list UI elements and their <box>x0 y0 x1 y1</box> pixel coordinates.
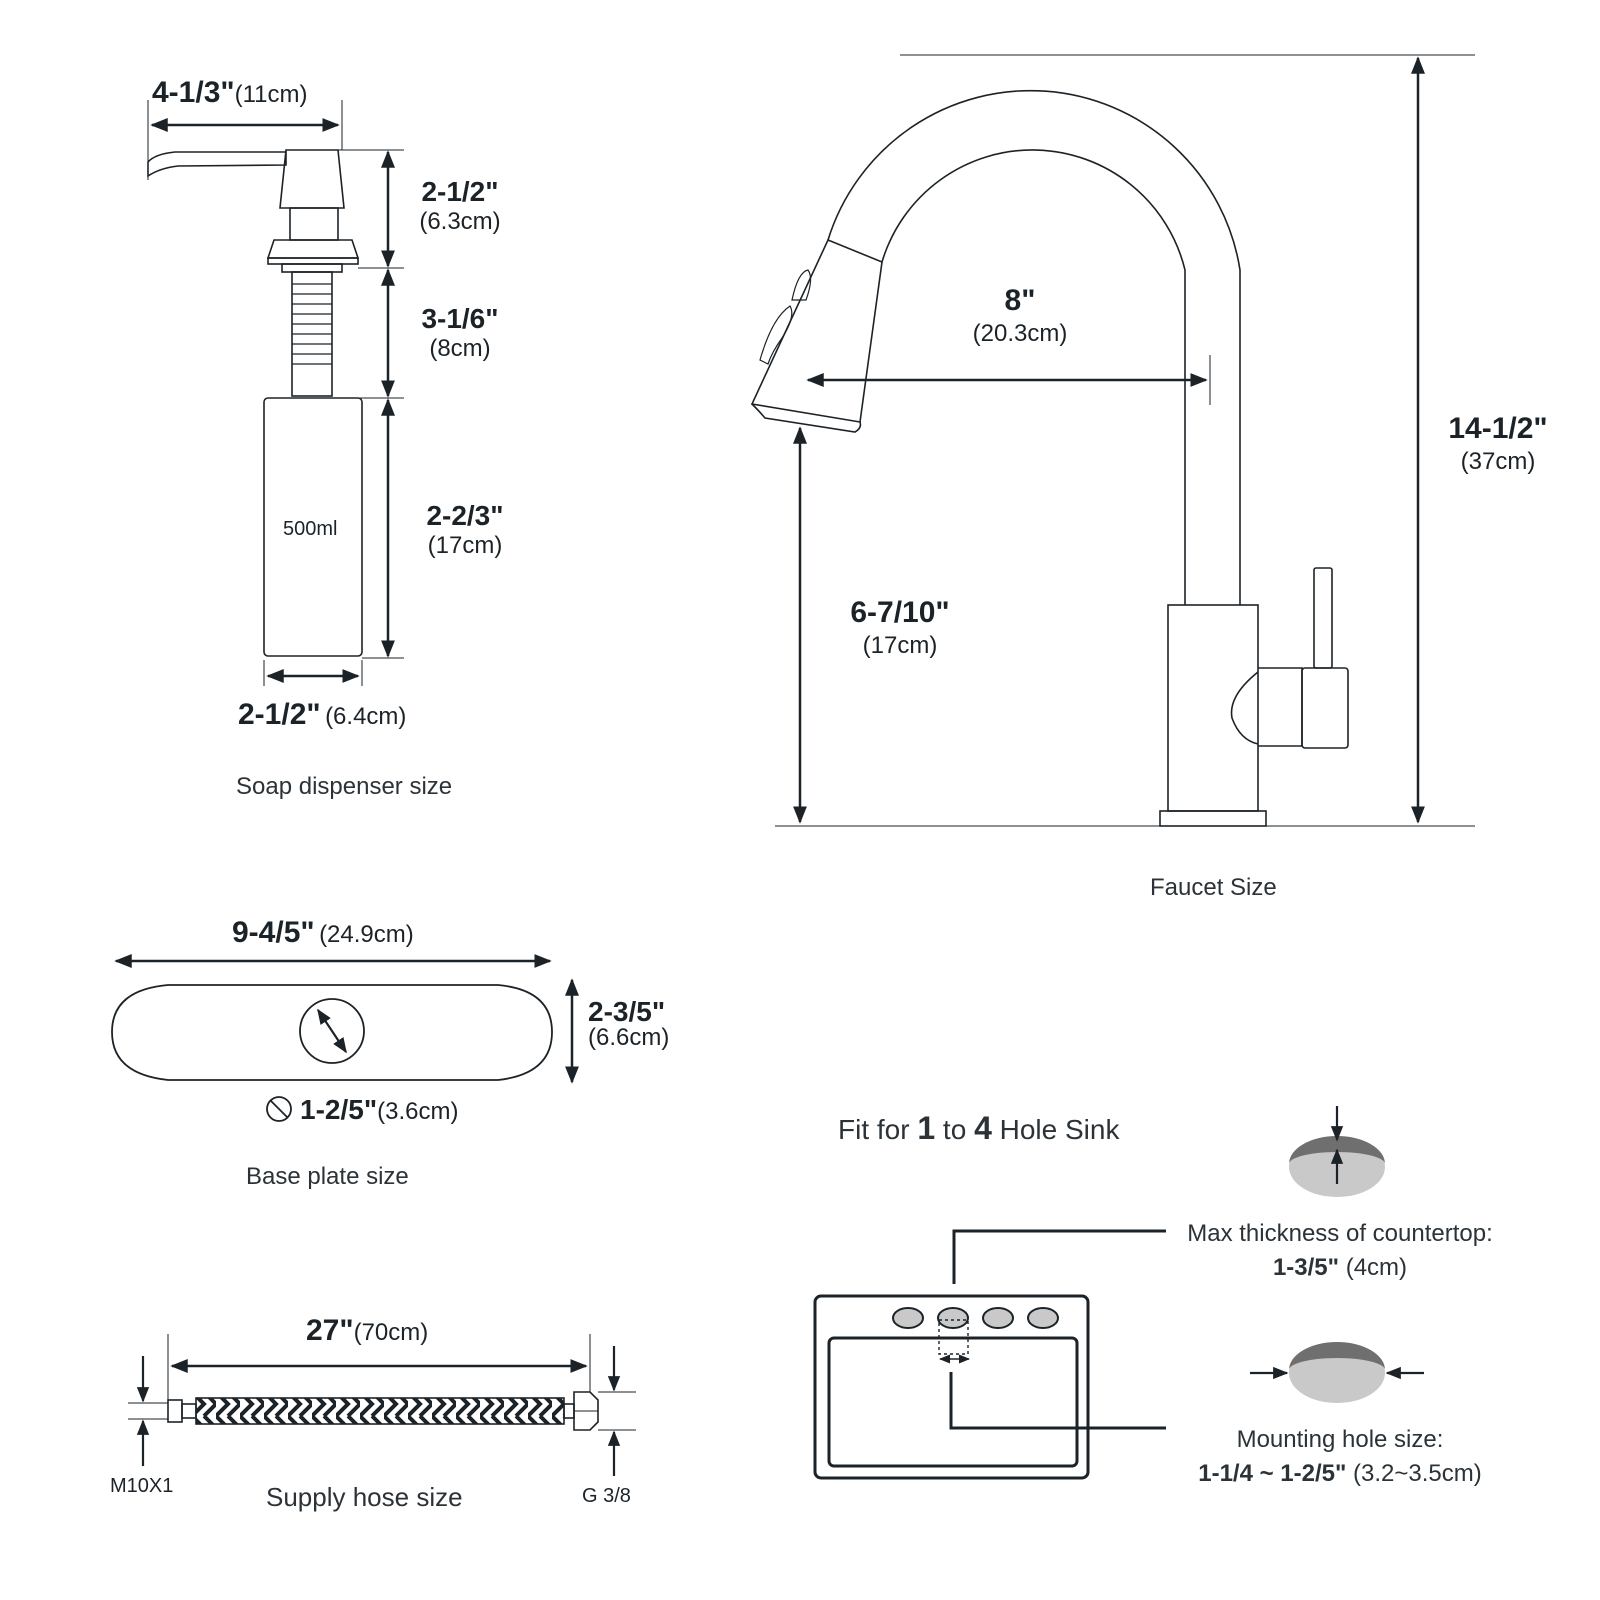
base-hole-label: 1-2/5"(3.6cm) <box>300 1096 458 1124</box>
sink-thickness-value: 1-3/5" (4cm) <box>1180 1256 1500 1280</box>
sink-thickness-in: 1-3/5" <box>1272 1254 1340 1281</box>
base-width-label: 2-3/5" (6.6cm) <box>588 998 669 1050</box>
soap-bottom-label: 2-1/2" (6.4cm) <box>238 700 406 730</box>
soap-bottom-in: 2-1/2" <box>238 698 321 731</box>
faucet-spout-cm: (17cm) <box>862 632 938 659</box>
faucet-height-in: 14-1/2" <box>1448 412 1548 445</box>
faucet-height-label: 14-1/2" (37cm) <box>1428 414 1568 474</box>
soap-width-in: 4-1/3" <box>152 76 235 109</box>
base-length-in: 9-4/5" <box>232 916 315 949</box>
sink-hole-in: 1-1/4 ~ 1-2/5" <box>1198 1460 1347 1487</box>
faucet-spout-in: 6-7/10" <box>850 596 950 629</box>
base-hole-in: 1-2/5" <box>300 1094 378 1125</box>
sink-thickness-label: Max thickness of countertop: 1-3/5" (4cm… <box>1180 1222 1500 1280</box>
sink-fit-suffix: Hole Sink <box>999 1114 1120 1145</box>
sink-thickness-cm: (4cm) <box>1345 1254 1408 1281</box>
faucet-reach-cm: (20.3cm) <box>972 320 1068 347</box>
soap-bottle-in: 2-2/3" <box>426 500 504 531</box>
soap-caption: Soap dispenser size <box>236 773 453 800</box>
base-hole-cm: (3.6cm) <box>377 1098 459 1125</box>
soap-shank-in: 3-1/6" <box>421 303 499 334</box>
faucet-reach-label: 8" (20.3cm) <box>950 286 1090 346</box>
faucet-reach-in: 8" <box>1004 284 1036 317</box>
soap-shank-label: 3-1/6" (8cm) <box>405 305 515 361</box>
soap-bottle-cm: (17cm) <box>427 532 503 559</box>
sink-fit-mid: to <box>942 1114 967 1145</box>
hose-caption: Supply hose size <box>266 1482 463 1512</box>
sink-fit-prefix: Fit for <box>838 1114 910 1145</box>
sink-hole-value: 1-1/4 ~ 1-2/5" (3.2~3.5cm) <box>1180 1462 1500 1486</box>
base-width-in: 2-3/5" <box>588 996 666 1027</box>
hose-length-label: 27"(70cm) <box>306 1316 428 1346</box>
faucet-drawing <box>750 54 1475 827</box>
supply-hose-drawing <box>128 1334 636 1476</box>
soap-pump-cm: (6.3cm) <box>419 208 501 235</box>
soap-shank-cm: (8cm) <box>429 335 491 362</box>
soap-pump-label: 2-1/2" (6.3cm) <box>405 178 515 234</box>
base-length-cm: (24.9cm) <box>319 921 414 948</box>
sink-hole-text: Mounting hole size: <box>1236 1426 1444 1453</box>
sink-fit-min: 1 <box>917 1110 936 1146</box>
sink-thickness-text: Max thickness of countertop: <box>1187 1220 1493 1247</box>
hose-length-in: 27" <box>306 1314 354 1347</box>
soap-width-cm: (11cm) <box>234 81 308 108</box>
hose-left-thread: M10X1 <box>110 1475 174 1497</box>
sink-drawing <box>813 1106 1424 1480</box>
sink-hole-label: Mounting hole size: 1-1/4 ~ 1-2/5" (3.2~… <box>1180 1428 1500 1486</box>
sink-fit-label: Fit for 1 to 4 Hole Sink <box>838 1112 1119 1144</box>
soap-bottle-label: 2-2/3" (17cm) <box>410 502 520 558</box>
sink-fit-max: 4 <box>974 1110 992 1146</box>
soap-dispenser-drawing <box>147 100 404 686</box>
faucet-height-cm: (37cm) <box>1460 448 1536 475</box>
faucet-caption: Faucet Size <box>1150 874 1277 901</box>
base-length-label: 9-4/5" (24.9cm) <box>232 918 414 948</box>
soap-volume-label: 500ml <box>283 518 338 540</box>
soap-pump-in: 2-1/2" <box>421 176 499 207</box>
faucet-spout-label: 6-7/10" (17cm) <box>820 598 980 658</box>
hose-right-thread: G 3/8 <box>582 1485 631 1507</box>
base-caption: Base plate size <box>246 1163 409 1190</box>
soap-bottom-cm: (6.4cm) <box>325 703 407 730</box>
base-width-cm: (6.6cm) <box>588 1024 670 1051</box>
sink-hole-cm: (3.2~3.5cm) <box>1353 1460 1482 1487</box>
base-plate-drawing <box>111 954 579 1122</box>
soap-width-label: 4-1/3"(11cm) <box>152 78 308 108</box>
hose-length-cm: (70cm) <box>353 1319 429 1346</box>
